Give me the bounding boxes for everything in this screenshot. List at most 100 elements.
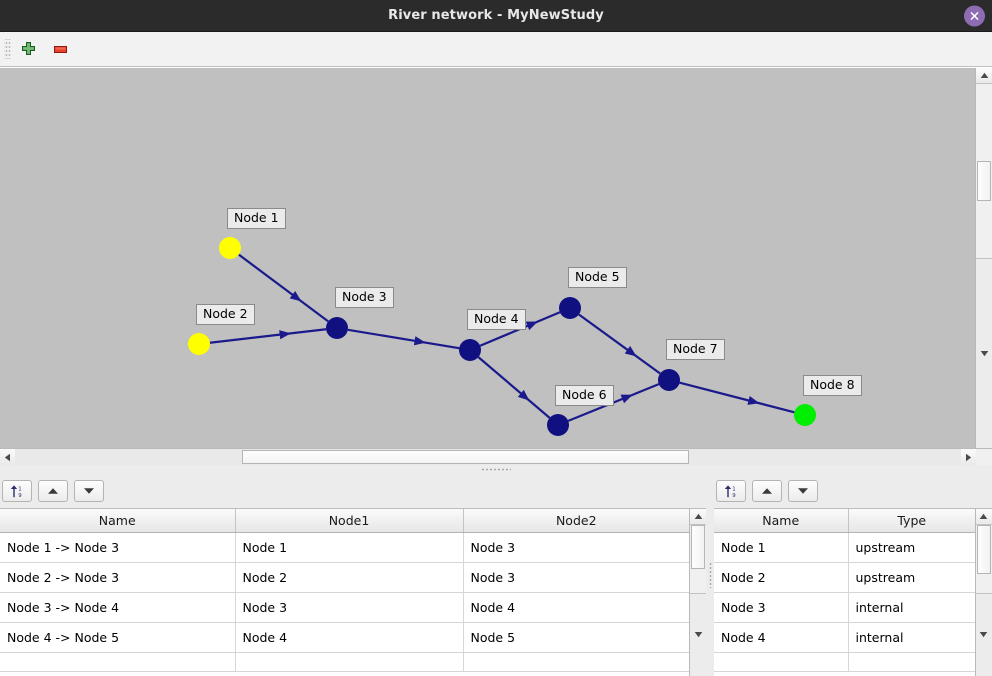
table-cell[interactable]: Node 1 xyxy=(714,532,849,563)
graph-svg-layer xyxy=(188,237,816,436)
column-header[interactable]: Node1 xyxy=(235,509,464,533)
table-cell[interactable] xyxy=(848,652,975,672)
graph-node[interactable] xyxy=(658,369,680,391)
branches-sort-button[interactable]: 1 9 xyxy=(2,480,32,502)
canvas-vertical-scrollbar[interactable] xyxy=(975,68,992,448)
table-cell[interactable]: Node 3 xyxy=(463,562,689,593)
column-header[interactable]: Name xyxy=(0,509,236,533)
delete-node-button[interactable] xyxy=(48,37,72,61)
branches-scroll-up-button[interactable] xyxy=(690,509,706,525)
table-cell[interactable]: Node 2 xyxy=(714,562,849,593)
table-cell[interactable]: Node 4 xyxy=(714,622,849,653)
column-header[interactable]: Node2 xyxy=(463,509,689,533)
canvas-hscroll-thumb[interactable] xyxy=(242,450,689,464)
table-cell[interactable]: Node 3 -> Node 4 xyxy=(0,592,236,623)
add-node-button[interactable] xyxy=(16,37,40,61)
table-cell[interactable]: Node 1 -> Node 3 xyxy=(0,532,236,563)
table-cell[interactable] xyxy=(235,652,464,672)
column-header[interactable]: Name xyxy=(714,509,849,533)
toolbar-drag-grip[interactable] xyxy=(4,39,11,59)
graph-edge[interactable] xyxy=(238,253,329,323)
nodes-vscroll-track[interactable] xyxy=(975,525,992,593)
table-cell[interactable]: Node 4 xyxy=(235,622,464,653)
graph-edge[interactable] xyxy=(347,328,460,350)
nodes-move-down-button[interactable] xyxy=(788,480,818,502)
graph-node-label[interactable]: Node 3 xyxy=(335,287,394,308)
table-row-partial[interactable] xyxy=(714,652,975,672)
branches-vscroll-thumb[interactable] xyxy=(691,525,705,569)
table-cell[interactable] xyxy=(714,652,849,672)
nodes-sort-button[interactable]: 1 9 xyxy=(716,480,746,502)
canvas-vscroll-thumb[interactable] xyxy=(977,160,991,201)
graph-node[interactable] xyxy=(794,404,816,426)
close-icon[interactable] xyxy=(964,5,985,26)
table-cell[interactable]: Node 3 xyxy=(463,532,689,563)
river-network-graph[interactable]: Node 1 Node 2 Node 3 Node 4 Node 5 Node 6 Node… xyxy=(0,68,975,448)
table-row-partial[interactable] xyxy=(0,652,689,672)
table-cell[interactable]: internal xyxy=(848,622,975,653)
branches-vertical-scrollbar[interactable] xyxy=(689,509,706,676)
graph-edge[interactable] xyxy=(209,328,327,344)
scroll-left-button[interactable] xyxy=(0,449,15,465)
graph-node-label[interactable]: Node 2 xyxy=(196,304,255,325)
table-cell[interactable]: Node 2 xyxy=(235,562,464,593)
table-cell[interactable]: upstream xyxy=(848,532,975,563)
graph-node[interactable] xyxy=(459,339,481,361)
table-cell[interactable] xyxy=(0,652,236,672)
nodes-move-up-button[interactable] xyxy=(752,480,782,502)
graph-node-label[interactable]: Node 1 xyxy=(227,208,286,229)
scroll-right-button[interactable] xyxy=(961,449,976,465)
table-cell[interactable]: Node 3 xyxy=(235,592,464,623)
graph-node-label[interactable]: Node 8 xyxy=(803,375,862,396)
graph-edge[interactable] xyxy=(679,381,795,414)
branches-vscroll-track[interactable] xyxy=(690,525,706,593)
canvas-horizontal-scrollbar[interactable] xyxy=(0,448,992,465)
column-header[interactable]: Type xyxy=(848,509,975,533)
graph-node[interactable] xyxy=(559,297,581,319)
graph-node-label[interactable]: Node 4 xyxy=(467,309,526,330)
branches-move-up-button[interactable] xyxy=(38,480,68,502)
table-cell[interactable]: internal xyxy=(848,592,975,623)
table-cell[interactable]: upstream xyxy=(848,562,975,593)
scroll-up-button[interactable] xyxy=(976,68,992,84)
graph-node[interactable] xyxy=(326,317,348,339)
nodes-scroll-up-button[interactable] xyxy=(975,509,992,525)
table-cell[interactable]: Node 4 -> Node 5 xyxy=(0,622,236,653)
graph-node-label[interactable]: Node 5 xyxy=(568,267,627,288)
branches-move-down-button[interactable] xyxy=(74,480,104,502)
nodes-vertical-scrollbar[interactable] xyxy=(974,509,992,676)
graph-node[interactable] xyxy=(219,237,241,259)
canvas-hscroll-track[interactable] xyxy=(15,449,961,465)
edge-arrow-icon xyxy=(289,290,302,302)
canvas-vscroll-track[interactable] xyxy=(976,84,992,258)
graph-node[interactable] xyxy=(547,414,569,436)
graph-edge[interactable] xyxy=(477,356,551,419)
table-cell[interactable]: Node 3 xyxy=(714,592,849,623)
scroll-down-button[interactable] xyxy=(976,258,992,448)
table-cell[interactable]: Node 1 xyxy=(235,532,464,563)
table-cell[interactable] xyxy=(463,652,689,672)
branches-scroll-down-button[interactable] xyxy=(690,592,706,676)
graph-node-label[interactable]: Node 7 xyxy=(666,339,725,360)
table-cell[interactable]: Node 4 xyxy=(463,592,689,623)
vertical-splitter[interactable] xyxy=(706,474,714,676)
horizontal-splitter[interactable] xyxy=(0,465,992,474)
graph-edge[interactable] xyxy=(578,313,661,375)
nodes-vscroll-thumb[interactable] xyxy=(976,525,991,575)
nodes-scroll-down-button[interactable] xyxy=(975,592,992,676)
table-cell[interactable]: Node 5 xyxy=(463,622,689,653)
table-cell[interactable]: Node 2 -> Node 3 xyxy=(0,562,236,593)
graph-node-label[interactable]: Node 6 xyxy=(555,385,614,406)
graph-node[interactable] xyxy=(188,333,210,355)
